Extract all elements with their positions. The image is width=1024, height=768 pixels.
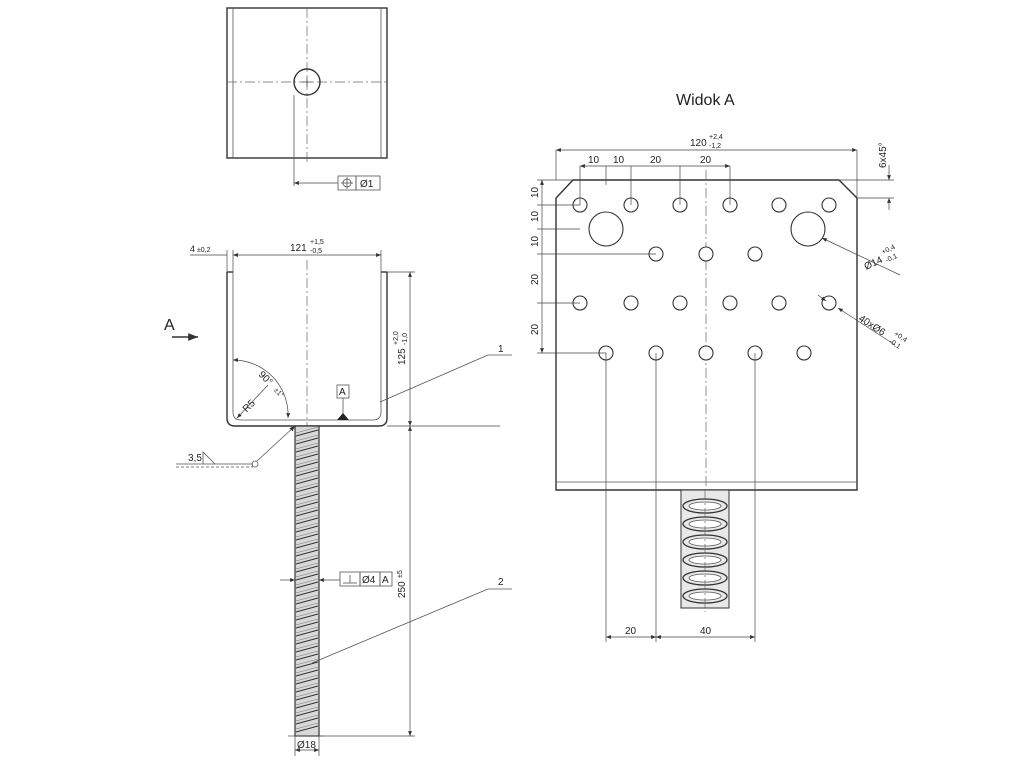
large-hole <box>588 211 624 247</box>
svg-text:-0,1: -0,1 <box>885 253 899 264</box>
svg-text:±1°: ±1° <box>272 386 285 399</box>
svg-text:Ø14: Ø14 <box>863 255 885 273</box>
front-view: 4 ±0,2 121 +1,5 -0,5 125 +2,0 -1,0 250 ±… <box>164 239 512 756</box>
width-dim: 121 +1,5 -0,5 <box>290 239 324 255</box>
svg-text:-0,5: -0,5 <box>310 248 322 255</box>
left-dim-4: 20 <box>530 273 541 285</box>
small-hole <box>821 295 837 311</box>
svg-text:-1,2: -1,2 <box>709 143 721 150</box>
svg-text:40xØ6: 40xØ6 <box>856 313 887 339</box>
svg-text:A: A <box>382 575 389 586</box>
hole-pattern <box>572 197 837 361</box>
datum-label: A <box>339 387 346 398</box>
rebar-section <box>680 489 730 612</box>
svg-text:+2,0: +2,0 <box>393 331 400 345</box>
small-hole <box>672 295 688 311</box>
view-arrow-label: A <box>164 317 175 334</box>
svg-text:90°: 90° <box>256 369 274 387</box>
top-dim-1: 10 <box>588 155 600 166</box>
svg-text:±5: ±5 <box>397 570 404 578</box>
rebar-diameter-label: Ø18 <box>297 740 316 751</box>
svg-text:+2,4: +2,4 <box>709 134 723 141</box>
bottom-dim-1: 20 <box>625 626 637 637</box>
callout-2: 2 <box>498 577 504 588</box>
small-hole <box>747 246 763 262</box>
svg-text:125: 125 <box>397 348 408 365</box>
svg-text:-1,0: -1,0 <box>402 333 409 345</box>
small-hole <box>771 197 787 213</box>
weld-label: 3,5 <box>188 453 202 464</box>
small-hole <box>771 295 787 311</box>
left-dim-3: 10 <box>530 235 541 247</box>
left-dim-5: 20 <box>530 323 541 335</box>
view-a: Widok A 120 +2,4 -1,2 10 10 20 20 <box>530 92 908 642</box>
small-hole <box>796 345 812 361</box>
angle-dim: 90° ±1° <box>256 369 286 399</box>
rebar <box>294 425 320 737</box>
callout-1: 1 <box>498 344 504 355</box>
small-hole <box>698 345 714 361</box>
position-tolerance-value: Ø1 <box>360 179 374 190</box>
radius-label: R5 <box>241 398 258 415</box>
perpendicularity-frame: Ø4 A <box>339 571 393 587</box>
rebar-length-dim: 250 ±5 <box>397 570 408 598</box>
top-dim-3: 20 <box>650 155 662 166</box>
svg-text:121: 121 <box>290 243 307 254</box>
view-a-width-dim: 120 +2,4 -1,2 <box>690 134 723 150</box>
left-dim-1: 10 <box>530 186 541 198</box>
svg-text:Ø4: Ø4 <box>362 575 376 586</box>
top-dim-2: 10 <box>613 155 625 166</box>
svg-text:120: 120 <box>690 138 707 149</box>
height-dim: 125 +2,0 -1,0 <box>393 331 409 365</box>
bottom-dim-2: 40 <box>700 626 712 637</box>
top-dim-4: 20 <box>700 155 712 166</box>
svg-text:+1,5: +1,5 <box>310 239 324 246</box>
left-dim-2: 10 <box>530 210 541 222</box>
top-view: Ø1 <box>226 7 388 191</box>
position-tolerance-frame: Ø1 <box>337 175 381 191</box>
svg-text:250: 250 <box>397 581 408 598</box>
small-hole <box>821 197 837 213</box>
large-hole-label: Ø14 +0,4 -0,1 <box>863 244 899 273</box>
chamfer-label: 6x45° <box>878 142 889 168</box>
small-hole <box>722 295 738 311</box>
view-a-title: Widok A <box>676 92 735 109</box>
small-holes-label: 40xØ6 +0,4 -0,1 <box>856 313 908 350</box>
small-hole <box>623 295 639 311</box>
large-hole <box>790 211 826 247</box>
small-hole <box>698 246 714 262</box>
thickness-dim: 4 ±0,2 <box>190 244 211 254</box>
